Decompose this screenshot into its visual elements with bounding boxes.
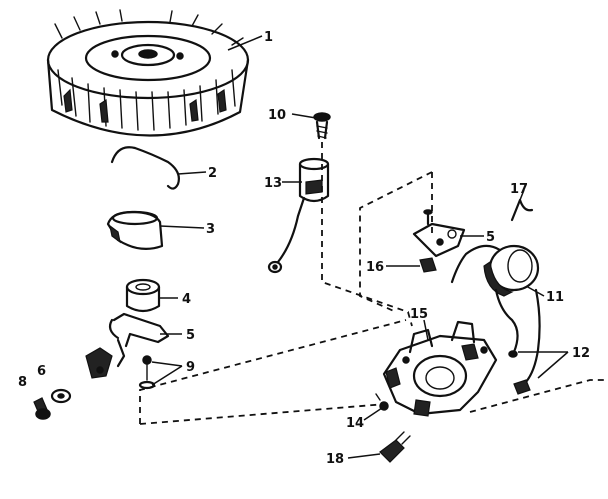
part-number-8: 8 <box>18 375 27 390</box>
assembly-line-right <box>469 379 608 413</box>
screw-icon <box>313 112 331 140</box>
part-number-5: 5 <box>186 328 195 343</box>
part-number-5-right: 5 <box>486 230 495 245</box>
part-number-11: 11 <box>546 290 564 305</box>
part-number-1: 1 <box>264 30 273 45</box>
part-number-3: 3 <box>206 222 215 237</box>
lead-wire-icon <box>494 288 541 395</box>
cam-cover-icon <box>106 210 164 251</box>
part-number-14: 14 <box>346 416 364 431</box>
screw-icon <box>375 393 389 411</box>
part-number-15: 15 <box>410 307 428 322</box>
breaker-point-bracket-icon <box>412 209 466 258</box>
part-number-17: 17 <box>510 182 528 197</box>
part-number-13: 13 <box>264 176 282 191</box>
screw-and-washer-icon <box>138 355 156 390</box>
part-number-16: 16 <box>366 260 384 275</box>
leader-lines <box>151 35 569 459</box>
wire-clip-icon <box>510 198 534 222</box>
screw-icon <box>33 397 51 420</box>
part-number-18: 18 <box>326 452 344 467</box>
spring-clip-icon <box>110 146 180 190</box>
ignition-coil-icon <box>450 244 540 297</box>
part-number-2: 2 <box>208 166 217 181</box>
assembly-line-box <box>359 171 433 313</box>
assembly-line-left <box>139 319 407 424</box>
part-number-9: 9 <box>186 360 195 375</box>
flywheel-icon <box>46 9 250 137</box>
part-number-10: 10 <box>268 108 286 123</box>
breaker-point-arm-icon <box>85 312 170 379</box>
part-number-4: 4 <box>182 292 191 307</box>
assembly-line-bottom <box>139 403 387 425</box>
stator-plate-icon <box>382 320 498 417</box>
condenser-icon <box>267 157 330 274</box>
clip-icon <box>419 257 437 273</box>
screw-icon <box>379 431 411 463</box>
cam-icon <box>125 278 161 313</box>
part-number-6: 6 <box>37 364 46 379</box>
part-number-12: 12 <box>572 346 590 361</box>
washer-icon <box>50 388 72 404</box>
assembly-line-upper <box>321 142 413 327</box>
